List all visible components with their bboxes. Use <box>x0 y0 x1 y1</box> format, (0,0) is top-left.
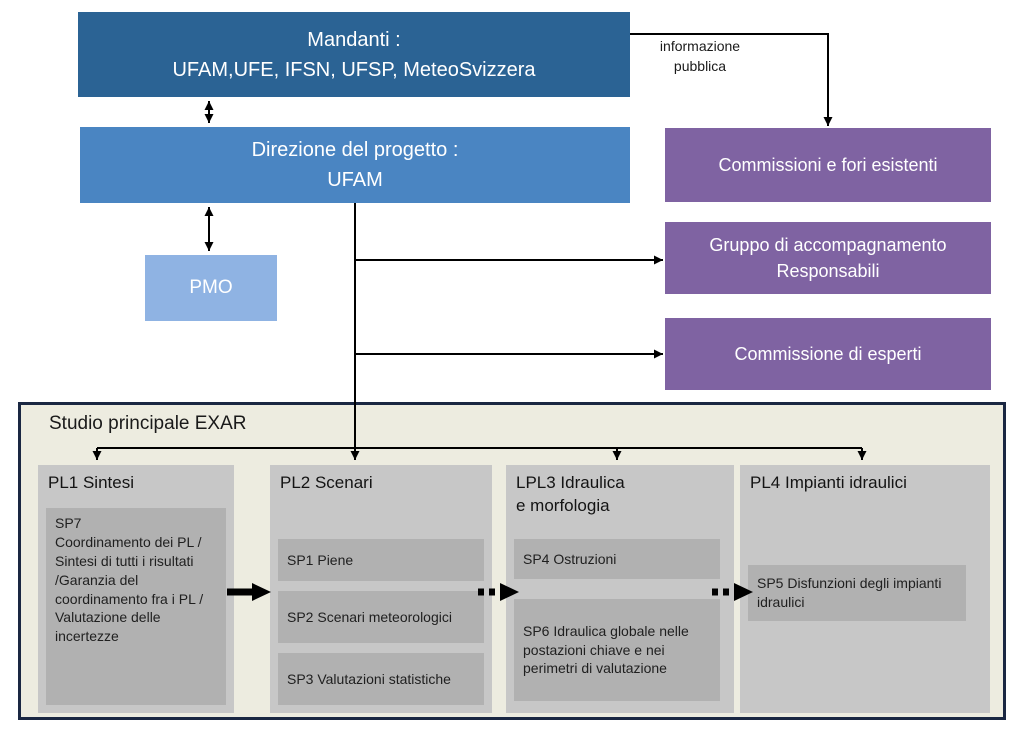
esperti-label: Commissione di esperti <box>734 343 922 364</box>
column-pl2: PL2 Scenari SP1 Piene SP2 Scenari meteor… <box>270 465 492 713</box>
column-pl3-title: LPL3 Idraulica e morfologia <box>516 473 625 515</box>
sp7-item: SP7 Coordinamento dei PL / Sintesi di tu… <box>46 508 226 705</box>
commissioni-box: Commissioni e fori esistenti <box>665 128 991 202</box>
studio-box: Studio principale EXAR PL1 Sintesi SP7 C… <box>18 402 1006 720</box>
direzione-org: UFAM <box>327 169 383 191</box>
mandanti-box: Mandanti : UFAM,UFE, IFSN, UFSP, MeteoSv… <box>78 12 630 97</box>
column-pl4: PL4 Impianti idraulici SP5 Disfunzioni d… <box>740 465 990 713</box>
sp2-item: SP2 Scenari meteorologici <box>278 591 484 643</box>
esperti-box: Commissione di esperti <box>665 318 991 390</box>
gruppo-label: Gruppo di accompagnamento Responsabili <box>709 234 947 281</box>
mandanti-members: UFAM,UFE, IFSN, UFSP, MeteoSvizzera <box>172 58 536 81</box>
pmo-box: PMO <box>145 255 277 321</box>
info-pubblica-line1: informazione <box>659 38 741 54</box>
sp1-item: SP1 Piene <box>278 539 484 581</box>
column-pl1: PL1 Sintesi SP7 Coordinamento dei PL / S… <box>38 465 234 713</box>
info-pubblica-label: informazione pubblica <box>644 36 756 77</box>
column-pl1-title: PL1 Sintesi <box>48 473 134 492</box>
sp5-item: SP5 Disfunzioni degli impianti idraulici <box>748 565 966 621</box>
info-pubblica-line2: pubblica <box>673 58 727 75</box>
gruppo-box: Gruppo di accompagnamento Responsabili <box>665 222 991 294</box>
sp3-item: SP3 Valutazioni statistiche <box>278 653 484 705</box>
commissioni-label: Commissioni e fori esistenti <box>718 154 938 175</box>
direzione-title: Direzione del progetto : <box>251 139 459 161</box>
column-pl3: LPL3 Idraulica e morfologia SP4 Ostruzio… <box>506 465 734 713</box>
direzione-box: Direzione del progetto : UFAM <box>80 127 630 203</box>
mandanti-title: Mandanti : <box>307 28 401 51</box>
column-pl2-title: PL2 Scenari <box>280 473 373 492</box>
sp6-item: SP6 Idraulica globale nelle postazioni c… <box>514 599 720 701</box>
sp4-item: SP4 Ostruzioni <box>514 539 720 579</box>
column-pl4-title: PL4 Impianti idraulici <box>750 473 907 492</box>
pmo-label: PMO <box>189 277 233 298</box>
studio-title: Studio principale EXAR <box>49 413 247 434</box>
